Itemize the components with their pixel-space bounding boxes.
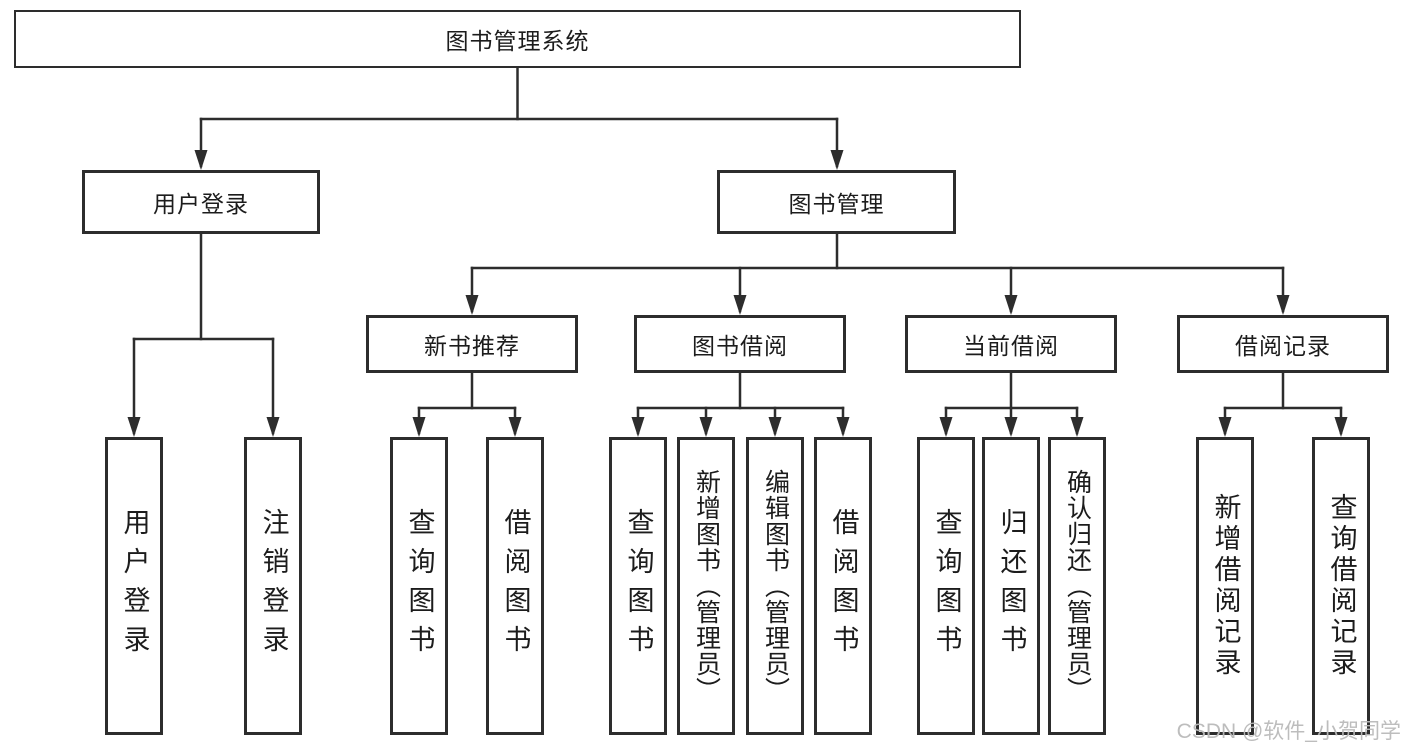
root-node: 图书管理系统 [14, 10, 1021, 68]
arrowhead-icon [631, 417, 645, 437]
leaf-box-label: 确认归还（管理员） [1063, 469, 1092, 703]
arrowhead-icon [830, 150, 844, 170]
node-user-login-label: 用户登录 [153, 191, 249, 217]
arrowhead-icon [733, 295, 747, 315]
node-new-book-recommend: 新书推荐 [366, 315, 578, 373]
leaf-box-label: 借阅图书 [500, 508, 531, 664]
leaf-box-label: 新增图书（管理员） [692, 469, 721, 703]
node-borrow-records: 借阅记录 [1177, 315, 1389, 373]
arrowhead-icon [194, 150, 208, 170]
arrowhead-icon [266, 417, 280, 437]
watermark: CSDN @软件_小贺同学 [1176, 720, 1401, 743]
arrowhead-icon [508, 417, 522, 437]
leaf-box: 查询借阅记录 [1312, 437, 1370, 735]
leaf-box-label: 归还图书 [996, 508, 1027, 664]
leaf-box-label: 注销登录 [258, 508, 289, 664]
arrowhead-icon [939, 417, 953, 437]
leaf-box-label: 借阅图书 [828, 508, 859, 664]
arrowhead-icon [1004, 417, 1018, 437]
leaf-box: 注销登录 [244, 437, 302, 735]
leaf-box: 借阅图书 [486, 437, 544, 735]
leaf-box-label: 查询图书 [623, 508, 654, 664]
leaf-box: 归还图书 [982, 437, 1040, 735]
arrowhead-icon [127, 417, 141, 437]
node-book-borrow: 图书借阅 [634, 315, 846, 373]
leaf-box-label: 查询图书 [931, 508, 962, 664]
node-user-login: 用户登录 [82, 170, 320, 234]
leaf-box: 查询图书 [917, 437, 975, 735]
leaf-box-label: 新增借阅记录 [1210, 493, 1241, 679]
leaf-box-label: 用户登录 [119, 508, 150, 664]
arrowhead-icon [1070, 417, 1084, 437]
leaf-box-label: 查询图书 [404, 508, 435, 664]
leaf-box: 用户登录 [105, 437, 163, 735]
arrowhead-icon [465, 295, 479, 315]
node-new-book-recommend-label: 新书推荐 [424, 333, 520, 359]
leaf-box: 查询图书 [609, 437, 667, 735]
arrowhead-icon [768, 417, 782, 437]
node-book-borrow-label: 图书借阅 [692, 333, 788, 359]
leaf-box: 新增图书（管理员） [677, 437, 735, 735]
node-current-borrow: 当前借阅 [905, 315, 1117, 373]
leaf-box: 编辑图书（管理员） [746, 437, 804, 735]
leaf-box: 新增借阅记录 [1196, 437, 1254, 735]
arrowhead-icon [699, 417, 713, 437]
leaf-box: 确认归还（管理员） [1048, 437, 1106, 735]
arrowhead-icon [1276, 295, 1290, 315]
leaf-box: 借阅图书 [814, 437, 872, 735]
node-borrow-records-label: 借阅记录 [1235, 333, 1331, 359]
arrowhead-icon [1218, 417, 1232, 437]
leaf-box: 查询图书 [390, 437, 448, 735]
node-book-management: 图书管理 [717, 170, 956, 234]
root-node-label: 图书管理系统 [445, 28, 590, 54]
leaf-box-label: 查询借阅记录 [1326, 493, 1357, 679]
arrowhead-icon [1334, 417, 1348, 437]
node-book-management-label: 图书管理 [788, 191, 885, 217]
leaf-box-label: 编辑图书（管理员） [761, 469, 790, 703]
arrowhead-icon [836, 417, 850, 437]
arrowhead-icon [1004, 295, 1018, 315]
arrowhead-icon [412, 417, 426, 437]
node-current-borrow-label: 当前借阅 [963, 333, 1059, 359]
